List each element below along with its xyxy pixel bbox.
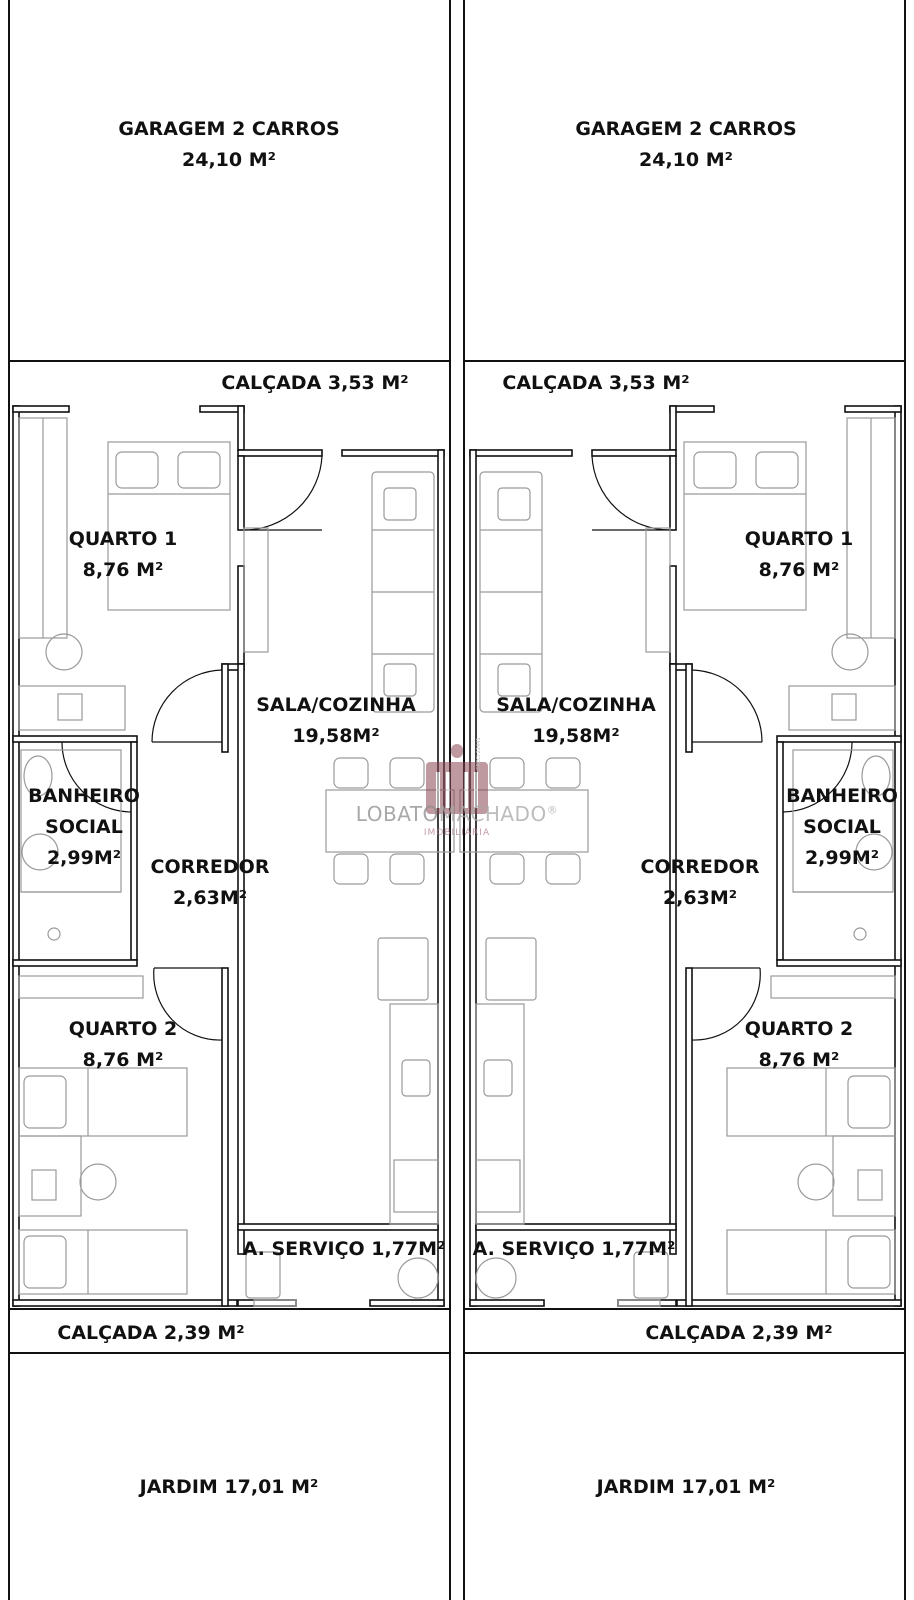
right-servico-label: A. SERVIÇO 1,77M² [472,1238,676,1260]
left-calcada-bottom-label: CALÇADA 2,39 M² [57,1322,245,1344]
right-calcada-top-label: CALÇADA 3,53 M² [502,372,690,394]
watermark-name: LOBATOMACHADO® [355,802,559,826]
right-calcada-bottom-label: CALÇADA 2,39 M² [645,1322,833,1344]
left-jardim-label: JARDIM 17,01 M² [139,1476,319,1498]
right-jardim-label: JARDIM 17,01 M² [596,1476,776,1498]
watermark-logo-icon [426,744,488,814]
left-servico-label: A. SERVIÇO 1,77M² [242,1238,446,1260]
watermark: LOBATOMACHADO® IMOBILIÁRIA [356,744,558,838]
watermark-subtitle: IMOBILIÁRIA [423,828,491,838]
watermark-creci: CRECI 22441 [476,737,482,770]
left-calcada-top-label: CALÇADA 3,53 M² [221,372,409,394]
